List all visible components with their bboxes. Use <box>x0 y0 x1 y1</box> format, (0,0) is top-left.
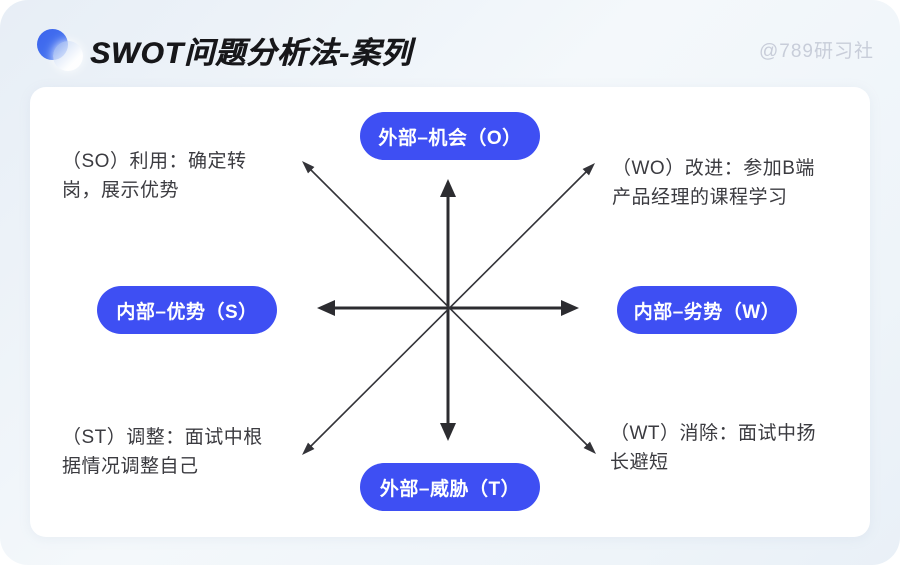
strategy-st-text: （ST）调整：面试中根 据情况调整自己 <box>62 427 263 478</box>
strategy-wt-text: （WT）消除：面试中扬 长避短 <box>610 423 817 474</box>
author-handle: @789研习社 <box>759 41 874 62</box>
node-internal-weakness: 内部–劣势（W） <box>617 286 797 334</box>
node-external-opportunity: 外部–机会（O） <box>360 112 540 160</box>
node-external-threat: 外部–威胁（T） <box>360 463 540 511</box>
page-title: SWOT问题分析法-案列 <box>90 37 412 70</box>
strategy-wo-text: （WO）改进：参加B端 产品经理的课程学习 <box>612 158 815 209</box>
node-internal-strength: 内部–优势（S） <box>97 286 277 334</box>
strategy-so-text: （SO）利用：确定转 岗，展示优势 <box>62 151 247 202</box>
logo-circle-glass-icon <box>53 41 83 71</box>
